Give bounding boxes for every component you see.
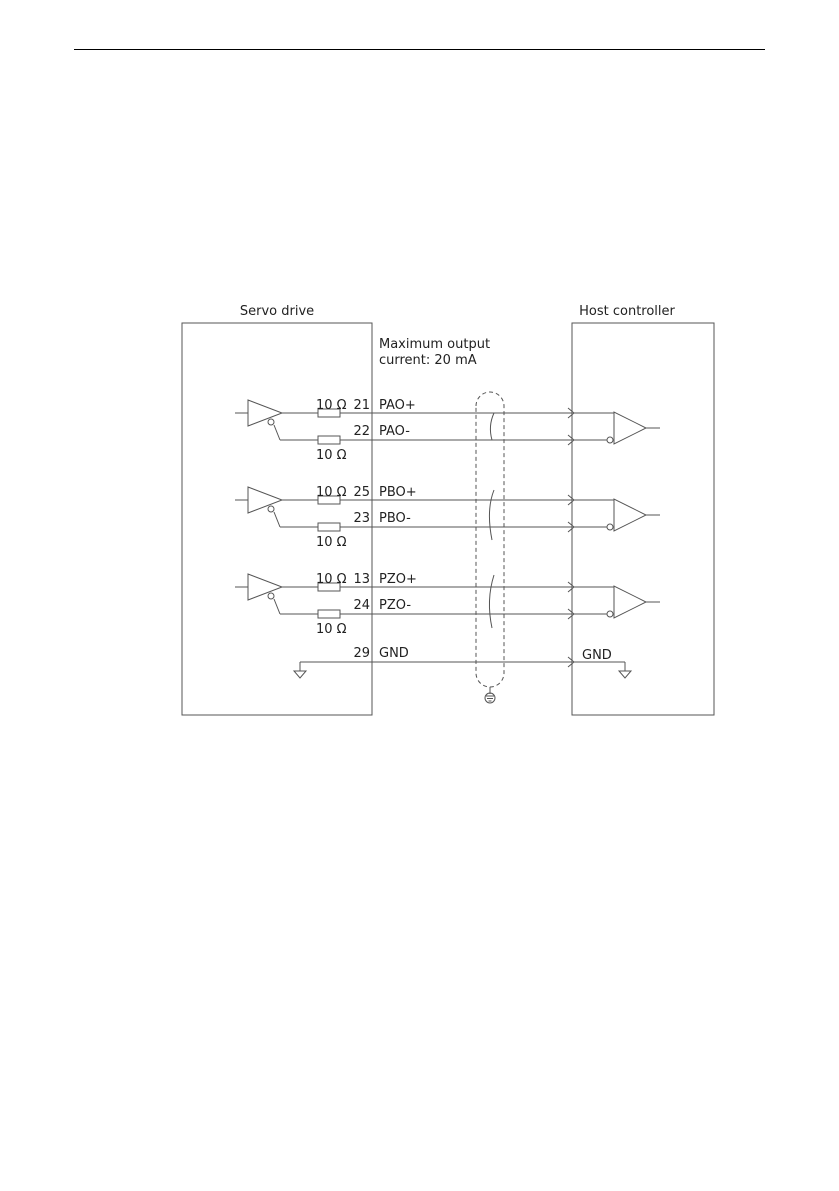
pin-z-neg: 24	[353, 598, 370, 613]
signal-gnd: GND	[379, 646, 409, 661]
pin-b-pos: 25	[353, 485, 370, 500]
max-output-note-line2: current: 20 mA	[379, 353, 477, 368]
pin-b-neg: 23	[353, 511, 370, 526]
pin-z-pos: 13	[353, 572, 370, 587]
signal-a-neg: PAO-	[379, 424, 410, 439]
resistor-b-neg-icon	[318, 523, 340, 531]
servo-drive-label: Servo drive	[240, 304, 314, 319]
resistor-a-neg-icon	[318, 436, 340, 444]
line-receiver-a-inverter-bubble	[607, 437, 613, 443]
host-gnd-label: GND	[582, 648, 612, 663]
signal-z-neg: PZO-	[379, 598, 411, 613]
signal-z-pos: PZO+	[379, 572, 417, 587]
signal-b-neg: PBO-	[379, 511, 411, 526]
channel-a-twist	[490, 413, 494, 440]
channel-z-twist	[489, 575, 494, 628]
resistor-z-neg-icon	[318, 610, 340, 618]
max-output-note-line1: Maximum output	[379, 337, 490, 352]
pin-a-pos: 21	[353, 398, 370, 413]
resistor-a-neg-label: 10 Ω	[316, 448, 347, 463]
line-driver-b-inverter-bubble	[268, 506, 274, 512]
channel-b-twist	[489, 490, 494, 540]
host-controller-label: Host controller	[579, 304, 675, 319]
line-driver-a-inverter-bubble	[268, 419, 274, 425]
resistor-a-pos-label: 10 Ω	[316, 398, 347, 413]
cable-shield	[476, 392, 504, 687]
line-driver-z-inverter-bubble	[268, 593, 274, 599]
pin-gnd: 29	[353, 646, 370, 661]
resistor-b-neg-label: 10 Ω	[316, 535, 347, 550]
signal-a-pos: PAO+	[379, 398, 416, 413]
resistor-b-pos-label: 10 Ω	[316, 485, 347, 500]
resistor-z-neg-label: 10 Ω	[316, 622, 347, 637]
line-receiver-z-inverter-bubble	[607, 611, 613, 617]
line-receiver-b-inverter-bubble	[607, 524, 613, 530]
signal-b-pos: PBO+	[379, 485, 417, 500]
pin-a-neg: 22	[353, 424, 370, 439]
resistor-z-pos-label: 10 Ω	[316, 572, 347, 587]
